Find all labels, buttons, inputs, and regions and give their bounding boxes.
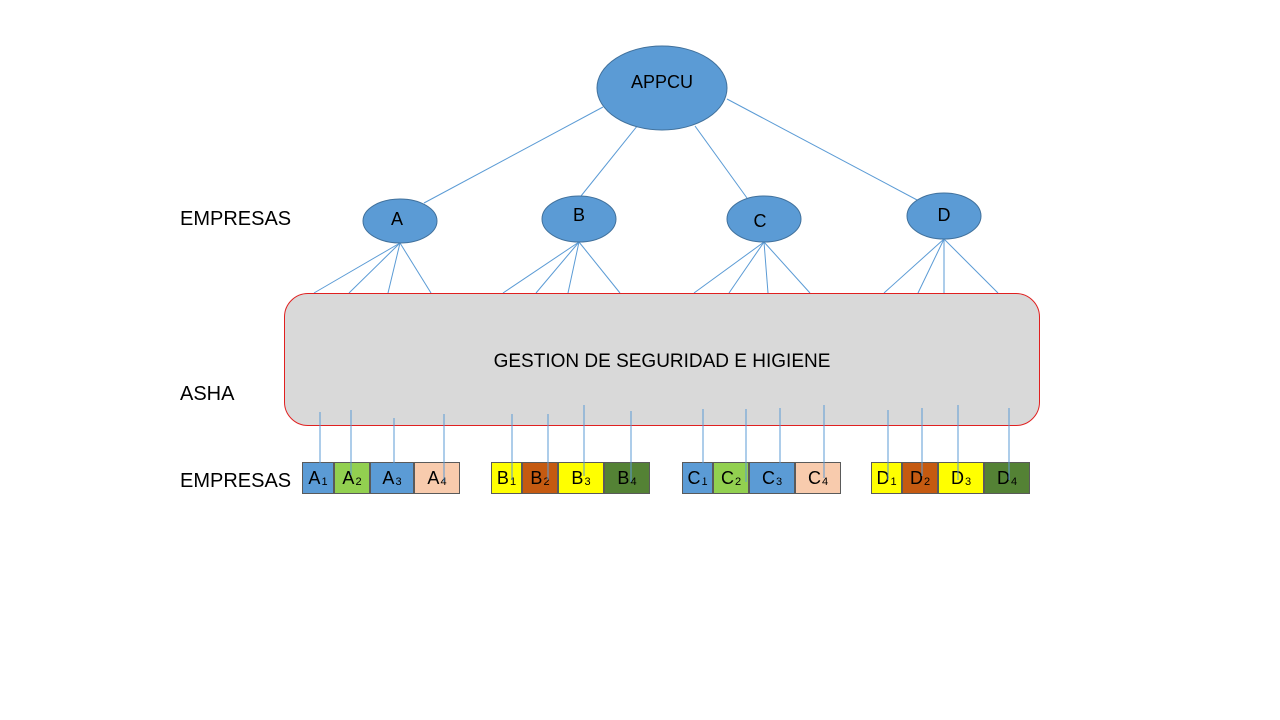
subsidiary-subscript: 4 [630,475,637,488]
subsidiary-letter: D [996,468,1010,488]
subsidiary-subscript: 2 [923,475,931,488]
subsidiary-letter: B [530,468,543,488]
edge-b-fan-3 [567,241,580,294]
edge-a-fan-2 [348,242,401,294]
empresas-bottom-label: EMPRESAS [180,470,292,492]
company-d-label: D [937,205,951,225]
safety-management-panel: GESTION DE SEGURIDAD E HIGIENE [284,293,1040,426]
subsidiary-letter: A [427,468,440,488]
root-to-company-edges [423,98,920,204]
edge-c-fan-3 [763,241,769,294]
edge-c-fan-1 [693,241,765,294]
subsidiary-subscript: 4 [1010,475,1018,488]
subsidiary-letter: B [496,468,509,488]
subsidiary-letter: C [807,468,821,488]
panel-title: GESTION DE SEGURIDAD E HIGIENE [493,351,831,372]
subsidiary-subscript: 1 [509,475,517,488]
company-c-label: C [753,211,767,231]
edge-root-to-b [580,124,639,197]
subsidiary-letter: D [909,468,923,488]
subsidiary-letter: B [571,468,584,488]
edge-a-fan-3 [387,242,401,294]
asha-label: ASHA [180,383,235,405]
edge-d-fan-4 [943,238,999,294]
subsidiary-subscript: 2 [543,475,550,488]
subsidiary-subscript: 4 [440,475,447,488]
subsidiary-letter: C [761,468,775,488]
edge-root-to-c [694,125,748,199]
root-node [596,45,728,131]
company-a-label: A [390,209,404,229]
edge-a-fan-4 [399,242,432,294]
subsidiary-subscript: 3 [775,475,783,488]
subsidiary-subscript: 1 [890,475,897,488]
subsidiary-letter: C [720,468,734,488]
edge-a-fan-1 [313,242,401,294]
company-node-a [362,198,438,244]
edge-root-to-d [726,98,920,202]
edge-b-fan-2 [535,241,580,294]
edge-b-fan-4 [578,241,621,294]
subsidiary-letter: D [876,468,890,488]
subsidiary-letter: C [687,468,701,488]
edge-d-fan-2 [917,238,945,294]
company-fan-edges [313,238,999,294]
edge-c-fan-2 [728,241,765,294]
subsidiary-letter: A [382,468,395,488]
subsidiary-subscript: 3 [395,475,402,488]
root-node-label: APPCU [630,72,694,92]
subsidiary-subscript: 2 [355,475,362,488]
company-b-label: B [572,205,586,225]
edge-c-fan-4 [763,241,811,294]
subsidiary-subscript: 3 [584,475,591,488]
empresas-top-label: EMPRESAS [180,208,292,230]
subsidiary-letter: D [950,468,964,488]
edge-d-fan-1 [883,238,945,294]
company-node-c [726,195,802,243]
company-node-d [906,192,982,240]
subsidiary-letter: A [342,468,355,488]
edge-b-fan-1 [502,241,580,294]
subsidiary-subscript: 1 [701,475,708,488]
edge-root-to-a [423,106,604,204]
subsidiary-letter: A [308,468,321,488]
subsidiary-letter: B [617,468,630,488]
subsidiary-subscript: 2 [734,475,742,488]
subsidiary-subscript: 4 [821,475,829,488]
subsidiary-subscript: 3 [964,475,972,488]
subsidiary-subscript: 1 [321,475,328,488]
company-node-b [541,195,617,243]
tree-nodes [362,45,982,244]
